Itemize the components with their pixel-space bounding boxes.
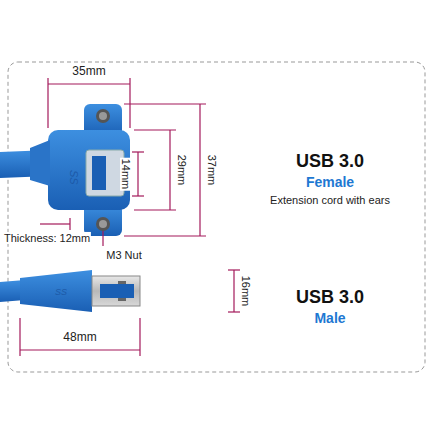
dimension-label: 35mm (71, 65, 106, 78)
dimension-label: Thickness: 12mm (3, 232, 91, 244)
dimension-label: 16mm (240, 275, 252, 308)
part-label: M3 Nut (105, 249, 142, 261)
product-subtitle: Male (313, 311, 346, 326)
product-title: USB 3.0 (295, 152, 365, 172)
dimension-label: 29mm (176, 154, 188, 187)
svg-text:SS: SS (55, 287, 67, 297)
dimension-label: 48mm (62, 331, 97, 344)
female-connector: SS (30, 104, 130, 236)
dimension-lines (20, 78, 240, 356)
dimension-label: 14mm (120, 158, 132, 191)
frame (8, 62, 425, 372)
product-description: Extension cord with ears (269, 194, 391, 206)
svg-text:SS: SS (68, 170, 80, 185)
product-title: USB 3.0 (295, 288, 365, 308)
dimension-label: 37mm (206, 154, 218, 187)
product-subtitle: Female (305, 175, 355, 190)
male-connector: SS (20, 270, 140, 312)
